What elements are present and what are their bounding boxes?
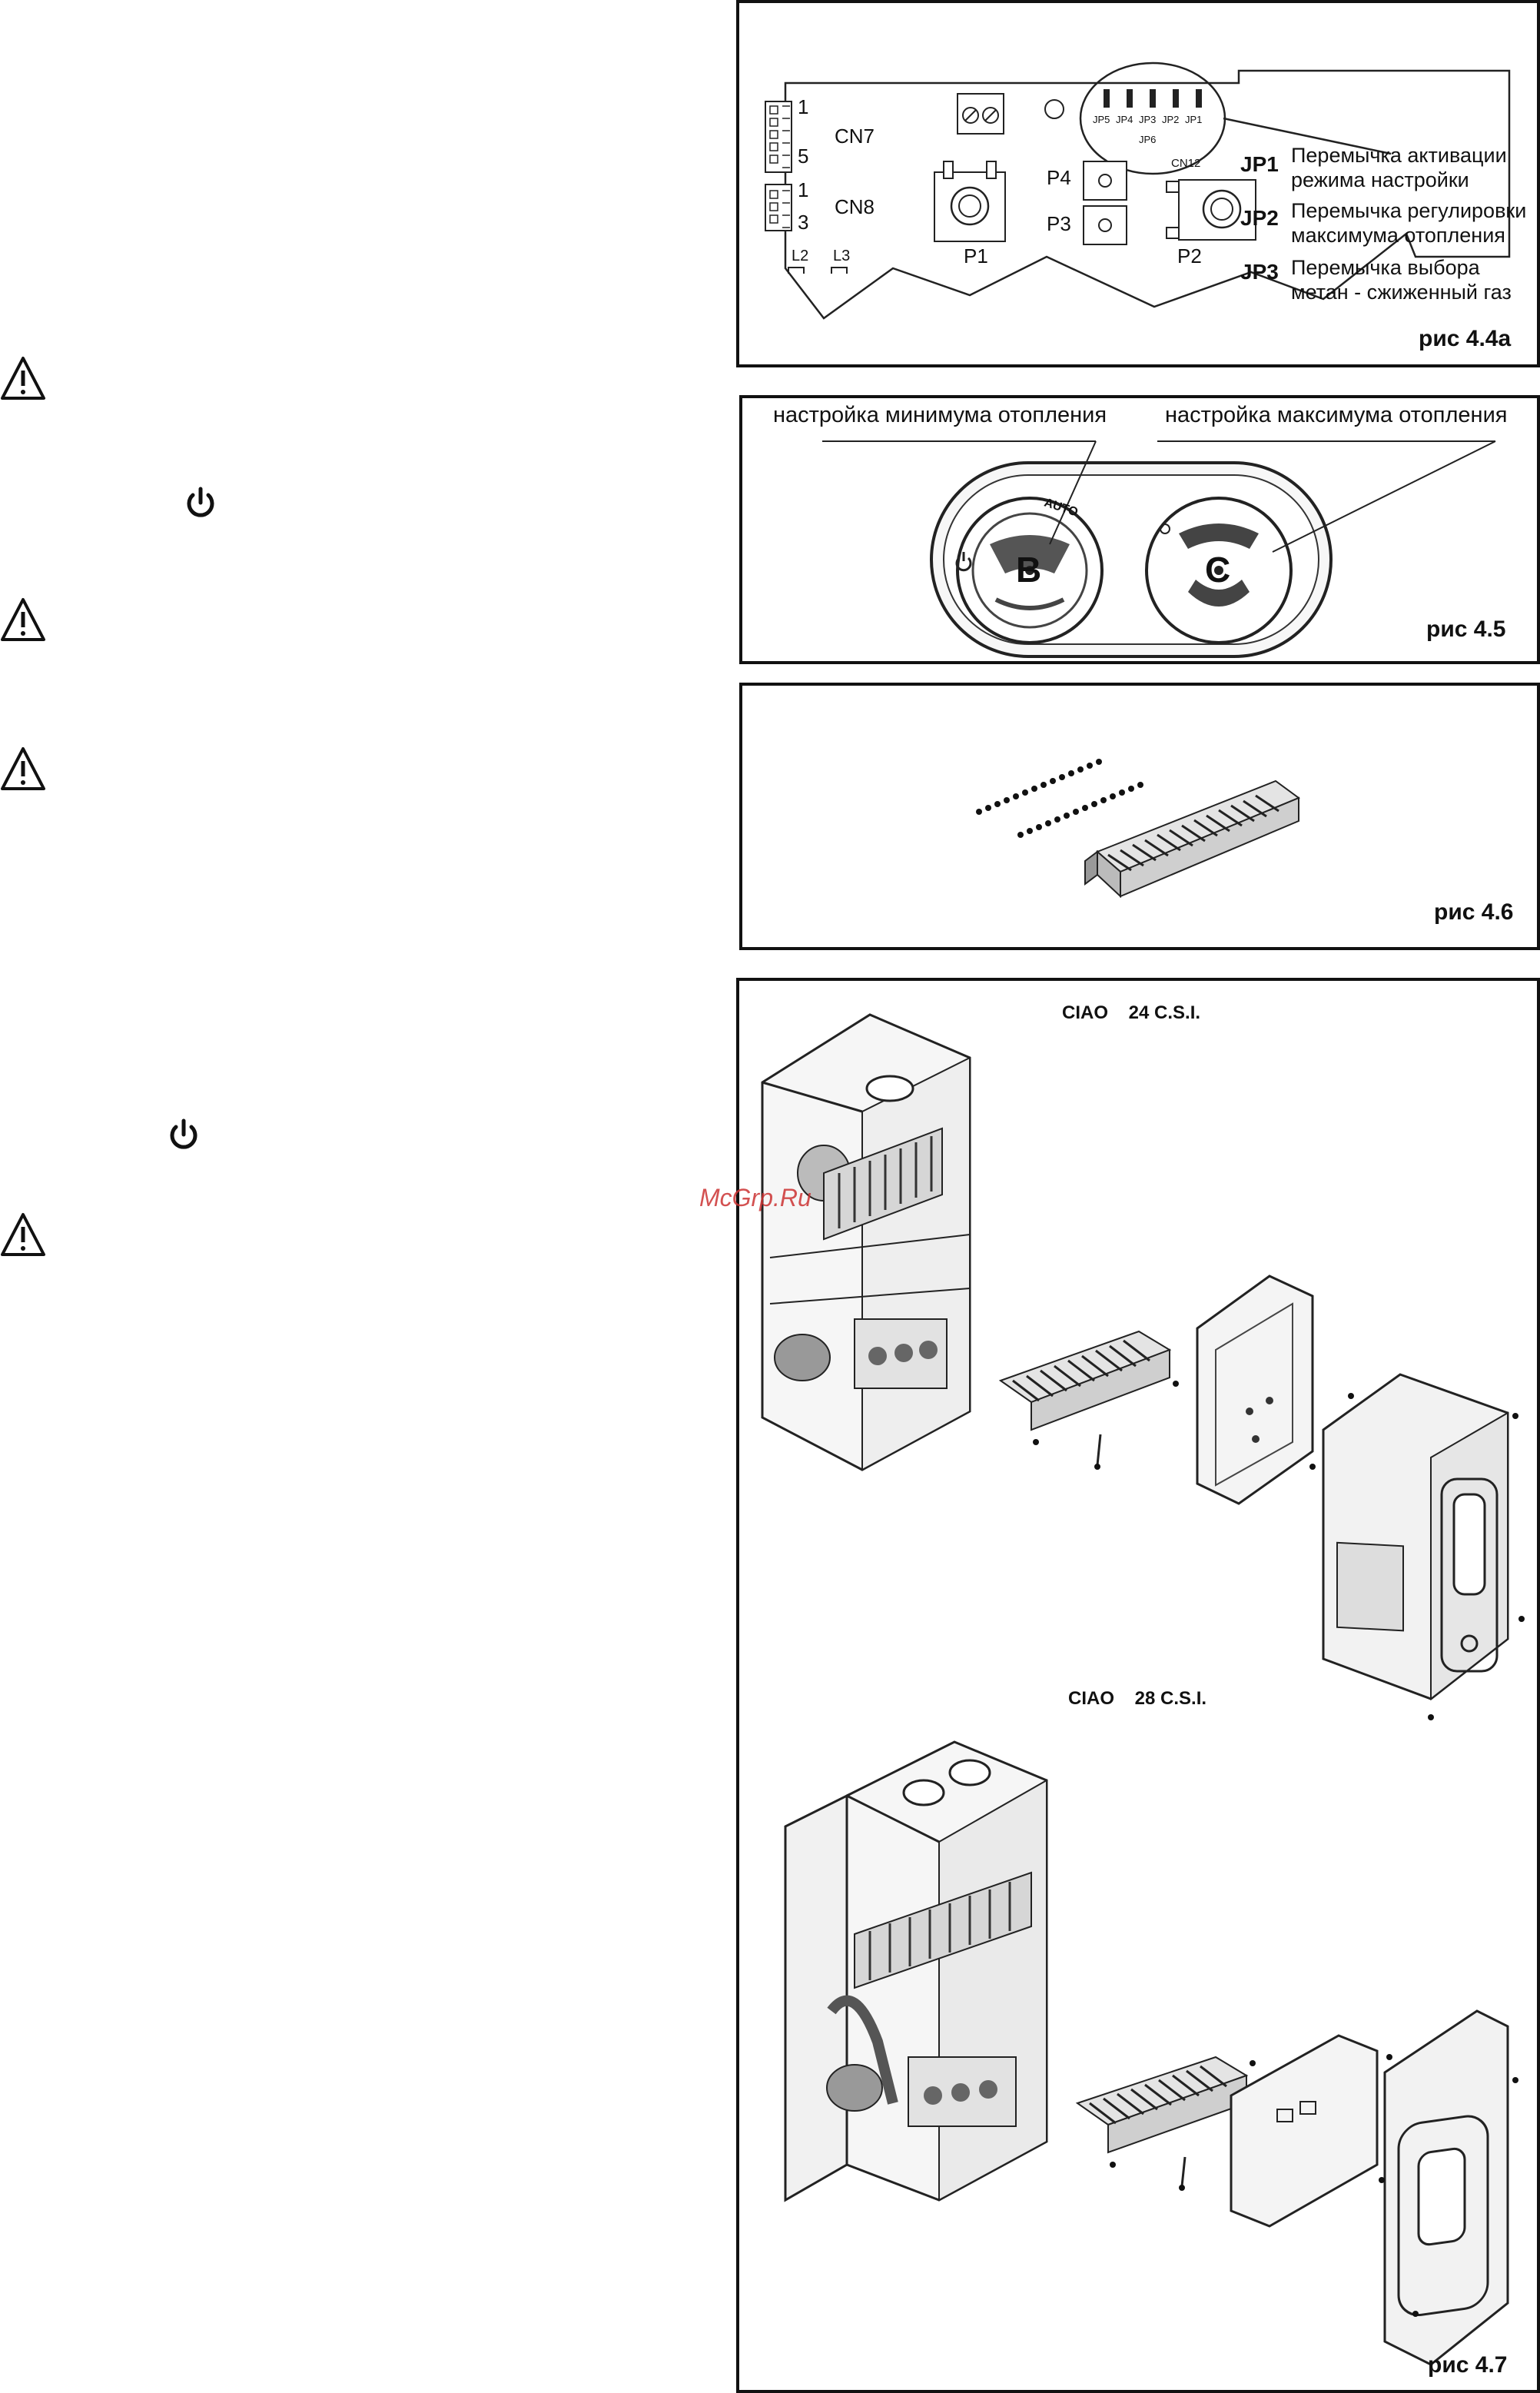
- cn7-pin-first: 1: [798, 95, 809, 118]
- pot-p1-label: P1: [964, 244, 988, 268]
- warning-triangle-icon: [1, 1213, 45, 1256]
- figure-caption: рис 4.4а: [1419, 326, 1512, 351]
- warning-triangle-icon: [1, 598, 45, 641]
- burner-drawing: [976, 759, 1301, 899]
- watermark: McGrp.Ru: [699, 1184, 811, 1211]
- knob-b-label: B: [1016, 550, 1042, 590]
- warning-triangle-icon: [1, 747, 45, 790]
- figure-4-7-disassembly: CIAO 24 C.S.I. CIAO 28 C.S.I. рис 4.7: [736, 978, 1540, 2393]
- knobs-drawing: [822, 440, 1496, 658]
- led-l2-label: L2: [792, 248, 809, 264]
- model-28-title: CIAO 28 C.S.I.: [1068, 1688, 1207, 1709]
- figure-4-6-burner: рис 4.6: [739, 683, 1540, 950]
- cn8-pin-last: 3: [798, 211, 809, 234]
- power-icon: [187, 487, 214, 517]
- warning-triangle-icon: [1, 357, 45, 400]
- legend-jp3-code: JP3: [1240, 260, 1279, 284]
- jumper-pin-label: JP4: [1116, 114, 1133, 125]
- cn7-label: CN7: [835, 125, 875, 148]
- legend-jp3-desc: Перемычка выбора метан - сжиженный газ: [1291, 256, 1512, 304]
- legend-jp1-desc: Перемычка активации режима настройки: [1291, 144, 1507, 191]
- figure-4-4a-control-board: 1 CN7 5 1 CN8 3 L2 L3 JP5 JP4 JP3 JP2 JP…: [736, 0, 1540, 367]
- figure-caption: рис 4.5: [1426, 617, 1506, 642]
- disassembly-drawing: [761, 1013, 1525, 2366]
- pot-p4-label: P4: [1047, 166, 1071, 189]
- power-icon: [170, 1118, 197, 1149]
- pot-p3-label: P3: [1047, 212, 1071, 235]
- jumper-pin-label: JP2: [1162, 114, 1180, 125]
- jumper-pin-label: JP1: [1185, 114, 1203, 125]
- cn8-pin-first: 1: [798, 178, 809, 201]
- model-24-title: CIAO 24 C.S.I.: [1062, 1002, 1201, 1023]
- cn8-label: CN8: [835, 195, 875, 218]
- jumper-pin-label: JP5: [1093, 114, 1110, 125]
- cn7-pin-last: 5: [798, 145, 809, 168]
- legend-jp2-code: JP2: [1240, 206, 1279, 230]
- legend-jp1-code: JP1: [1240, 152, 1279, 176]
- led-l3-label: L3: [833, 248, 851, 264]
- figure-caption: рис 4.7: [1428, 2352, 1508, 2378]
- knob-c-label: C: [1205, 550, 1231, 590]
- figure-4-5-control-knobs: настройка минимума отопления настройка м…: [739, 395, 1540, 664]
- jumper-pin-label: JP3: [1139, 114, 1157, 125]
- pot-p2-label: P2: [1177, 244, 1202, 268]
- legend-jp2-desc: Перемычка регулировки максимума отоплени…: [1291, 199, 1527, 247]
- label-max-heating: настройка максимума отопления: [1165, 403, 1508, 427]
- figure-caption: рис 4.6: [1434, 899, 1514, 925]
- jumper-group-label: JP6: [1139, 134, 1157, 145]
- cn12-label: CN12: [1171, 157, 1201, 170]
- board-drawing: [765, 61, 1511, 320]
- label-min-heating: настройка минимума отопления: [773, 403, 1107, 427]
